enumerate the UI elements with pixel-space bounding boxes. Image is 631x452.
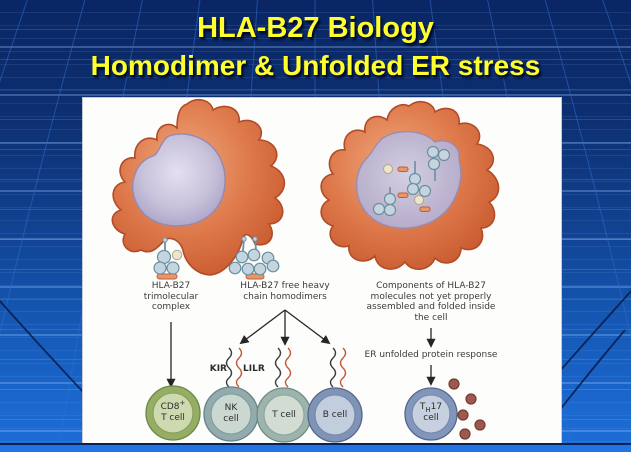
label-components-not-assembled: Components of HLA-B27 molecules not yet … bbox=[366, 281, 496, 323]
flow-arrows bbox=[166, 309, 436, 388]
th17-cell-circle bbox=[404, 387, 458, 441]
misfolded-hla-b27-components bbox=[372, 145, 451, 217]
label-kir: KIR bbox=[209, 364, 227, 374]
left-cell-nucleus bbox=[131, 133, 226, 227]
heavy-chain-circles bbox=[372, 145, 451, 217]
t-cell-circle bbox=[256, 387, 312, 443]
cd8-t-cell-label: CD8+ T cell bbox=[160, 399, 186, 423]
kir-receptor-squiggle bbox=[274, 347, 282, 388]
label-lilr: LILR bbox=[243, 364, 265, 374]
hla-b27-trimolecular-complex bbox=[153, 237, 183, 280]
b-cell-circle bbox=[307, 387, 363, 443]
label-er-unfolded-protein-response: ER unfolded protein response bbox=[364, 350, 498, 360]
bottom-accent-band bbox=[0, 443, 631, 452]
hla-b27-homodimer-cluster bbox=[228, 236, 280, 280]
receptor-squiggles bbox=[225, 347, 347, 388]
label-trimolecular-complex: HLA-B27 trimolecular complex bbox=[143, 281, 199, 312]
lilr-receptor-squiggle bbox=[235, 347, 243, 388]
cd8-t-cell-circle bbox=[145, 385, 201, 441]
nk-cell-label: NK cell bbox=[223, 403, 239, 424]
peptide-rects bbox=[397, 166, 431, 212]
th17-cell-label: TH17 cell bbox=[419, 402, 443, 423]
kir-receptor-squiggle bbox=[329, 347, 337, 388]
slide-title: HLA-B27 Biology Homodimer & Unfolded ER … bbox=[0, 10, 631, 84]
kir-receptor-squiggle bbox=[225, 347, 233, 388]
title-line-1: HLA-B27 Biology bbox=[197, 12, 434, 44]
title-line-2: Homodimer & Unfolded ER stress bbox=[90, 50, 541, 81]
lilr-receptor-squiggle bbox=[284, 347, 292, 388]
lilr-receptor-squiggle bbox=[339, 347, 347, 388]
cytokine-dots bbox=[448, 378, 486, 440]
nk-cell-circle bbox=[203, 386, 259, 442]
hla-b27-diagram bbox=[111, 98, 500, 443]
arrow-homodimer-to-b bbox=[284, 309, 331, 345]
arrow-homodimer-to-nk bbox=[239, 309, 286, 345]
b-cell-label: B cell bbox=[322, 410, 348, 420]
label-free-heavy-chain-homodimers: HLA-B27 free heavy chain homodimers bbox=[240, 281, 330, 302]
figure-panel: HLA-B27 trimolecular complex HLA-B27 fre… bbox=[82, 97, 562, 445]
t-cell-label: T cell bbox=[272, 410, 296, 420]
beta2m-circles bbox=[383, 164, 424, 205]
